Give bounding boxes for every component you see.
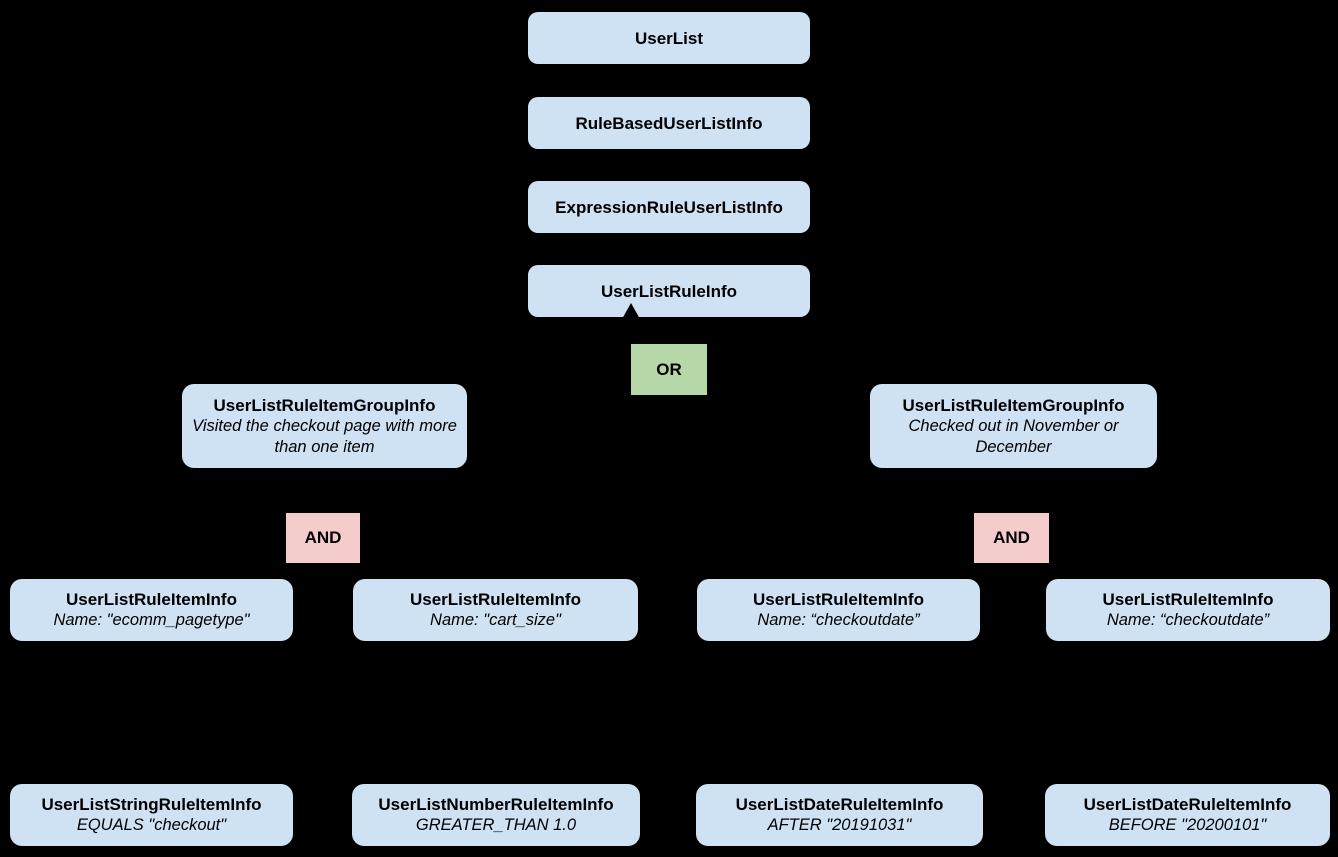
node-userlist: UserList [528,12,810,64]
node-rule-item-checkoutdate-1: UserListRuleItemInfo Name: “checkoutdate… [697,579,980,641]
node-date-rule-item-after: UserListDateRuleItemInfo AFTER "20191031… [696,784,983,846]
node-date-rule-item-before: UserListDateRuleItemInfo BEFORE "2020010… [1045,784,1330,846]
node-user-list-rule-info: UserListRuleInfo [528,265,810,317]
node-string-rule-item: UserListStringRuleItemInfo EQUALS "check… [10,784,293,846]
and-label: AND [993,528,1030,547]
node-rule-item-group-right: UserListRuleItemGroupInfo Checked out in… [870,384,1157,468]
and-operator-box-right: AND [973,512,1050,564]
node-label: UserListRuleItemInfo [1102,590,1274,609]
node-expression-rule-user-list-info: ExpressionRuleUserListInfo [528,181,810,233]
node-detail: Name: "ecomm_pagetype" [53,611,250,629]
node-description: Checked out in November or December [908,416,1119,456]
node-rule-item-ecomm-pagetype: UserListRuleItemInfo Name: "ecomm_pagety… [10,579,293,641]
node-label: UserListRuleItemInfo [410,590,581,609]
node-rule-item-group-left: UserListRuleItemGroupInfo Visited the ch… [182,384,467,468]
node-detail: BEFORE "20200101" [1108,816,1267,834]
connector-arrowhead-icon [622,303,640,319]
node-label: ExpressionRuleUserListInfo [555,197,783,217]
node-label: UserList [634,28,704,48]
node-label: UserListDateRuleItemInfo [735,795,944,814]
node-label: UserListDateRuleItemInfo [1083,795,1292,814]
node-detail: Name: “checkoutdate” [757,611,920,629]
or-operator-box: OR [630,343,708,396]
and-label: AND [304,528,342,547]
node-label: UserListNumberRuleItemInfo [378,795,614,814]
node-label: UserListStringRuleItemInfo [41,795,262,814]
node-label: UserListRuleItemInfo [753,590,924,609]
node-rule-item-checkoutdate-2: UserListRuleItemInfo Name: “checkoutdate… [1046,579,1330,641]
node-description: Visited the checkout page with more than… [192,416,457,456]
node-detail: EQUALS "checkout" [76,816,227,834]
or-label: OR [656,359,682,379]
node-label: RuleBasedUserListInfo [575,113,763,133]
node-detail: Name: "cart_size" [430,611,561,629]
node-label: UserListRuleInfo [600,281,738,301]
node-detail: AFTER "20191031" [767,816,912,834]
node-rule-based-user-list-info: RuleBasedUserListInfo [528,97,810,149]
node-number-rule-item: UserListNumberRuleItemInfo GREATER_THAN … [352,784,640,846]
node-detail: GREATER_THAN 1.0 [415,816,577,834]
node-label: UserListRuleItemInfo [66,590,237,609]
node-detail: Name: “checkoutdate” [1106,611,1270,629]
node-label: UserListRuleItemGroupInfo [902,395,1125,415]
node-rule-item-cart-size: UserListRuleItemInfo Name: "cart_size" [353,579,638,641]
node-label: UserListRuleItemGroupInfo [213,395,436,415]
and-operator-box-left: AND [285,512,361,564]
